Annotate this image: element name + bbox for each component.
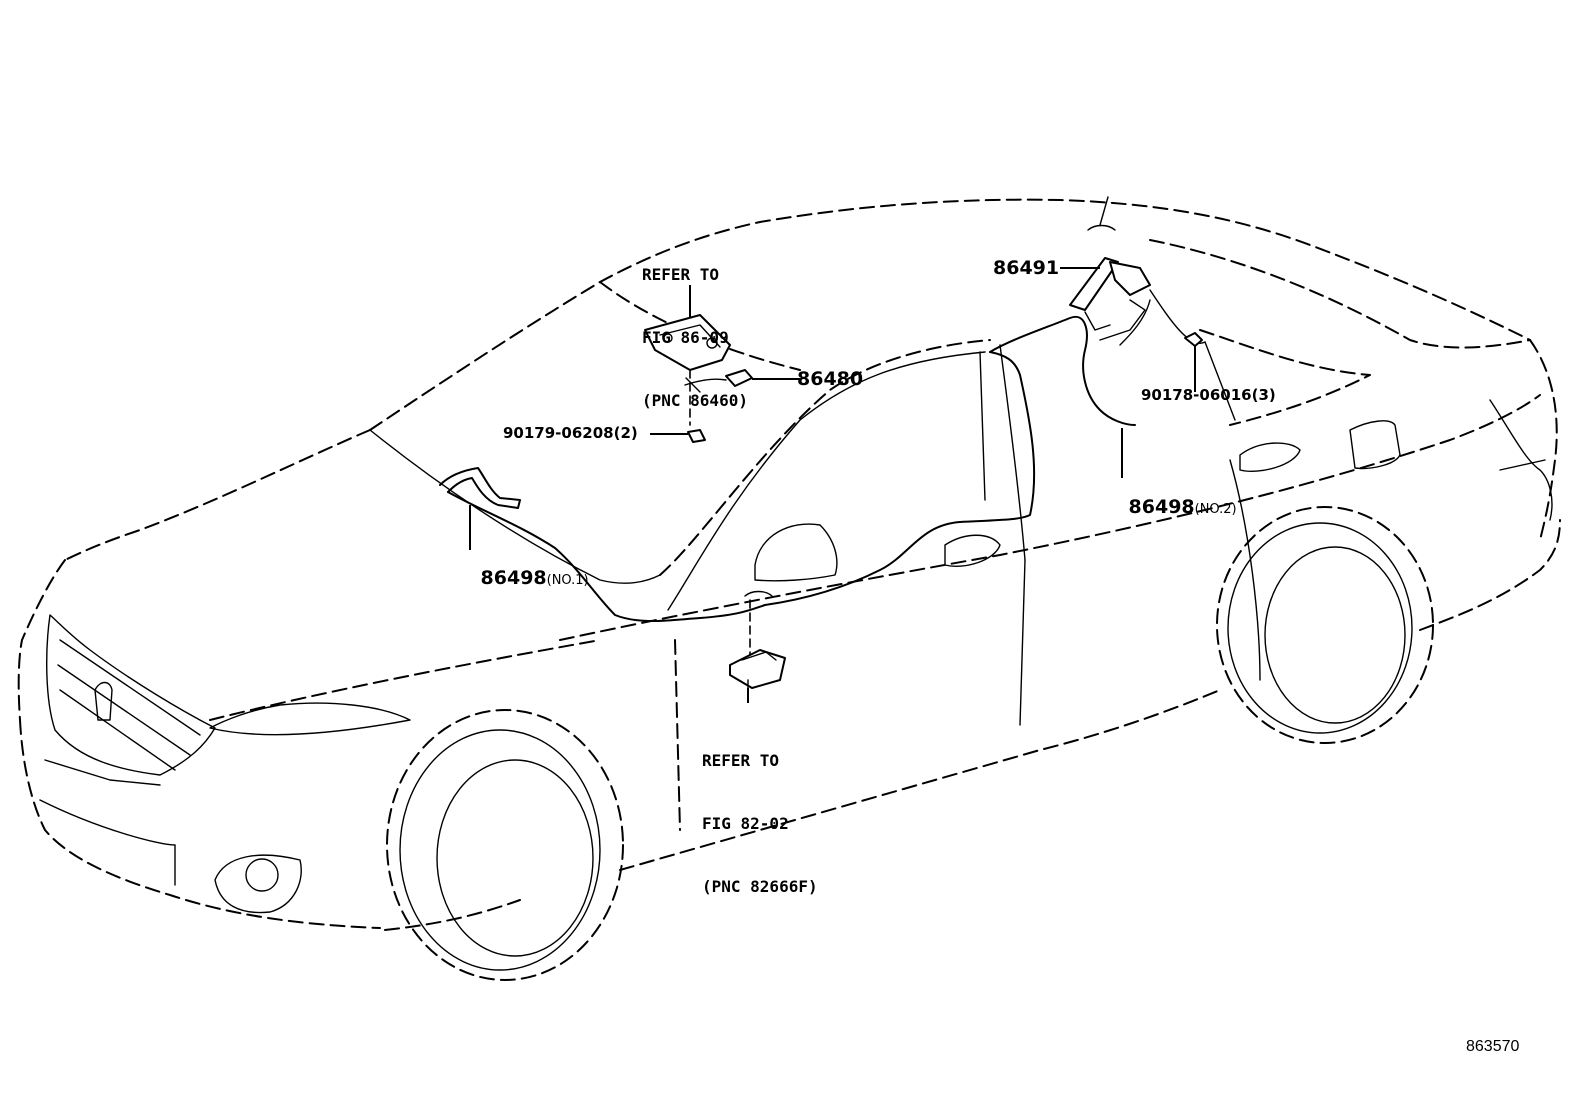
harness-86498-no1 — [439, 315, 1136, 622]
part-label-86480: 86480 — [797, 368, 864, 390]
rear-wheel — [1216, 506, 1434, 744]
part-label-90178: 90178-06016(3) — [1141, 386, 1276, 404]
relay-82666F — [729, 590, 786, 703]
refer-line: REFER TO — [702, 751, 780, 770]
part-label-86498-no1: 86498(NO.1) — [442, 553, 589, 604]
nut-90179 — [650, 429, 706, 443]
refer-line: (PNC 82666F) — [702, 877, 818, 896]
sensor-86480 — [684, 369, 800, 426]
front-wheel — [386, 709, 624, 981]
part-variant: (NO.2) — [1194, 502, 1237, 517]
part-label-86498-no2: 86498(NO.2) — [1090, 482, 1237, 533]
module-86460 — [644, 285, 731, 371]
part-label-90179: 90179-06208(2) — [503, 424, 638, 442]
refer-line: FIG 86-09 — [642, 328, 729, 347]
part-number: 86498 — [1128, 496, 1195, 518]
illustration-number: 863570 — [1466, 1038, 1520, 1055]
car-body-outline — [17, 196, 1561, 931]
refer-line: REFER TO — [642, 265, 720, 284]
refer-line: FIG 82-02 — [702, 814, 789, 833]
refer-label-86460: REFER TO FIG 86-09 (PNC 86460) — [642, 222, 748, 453]
antenna-86491 — [1060, 257, 1151, 346]
refer-label-82666F: REFER TO FIG 82-02 (PNC 82666F) — [702, 708, 818, 939]
refer-line: (PNC 86460) — [642, 391, 748, 410]
nut-90178 — [1184, 332, 1203, 392]
part-number: 86498 — [480, 567, 547, 589]
part-variant: (NO.1) — [546, 573, 589, 588]
part-label-86491: 86491 — [993, 257, 1060, 279]
